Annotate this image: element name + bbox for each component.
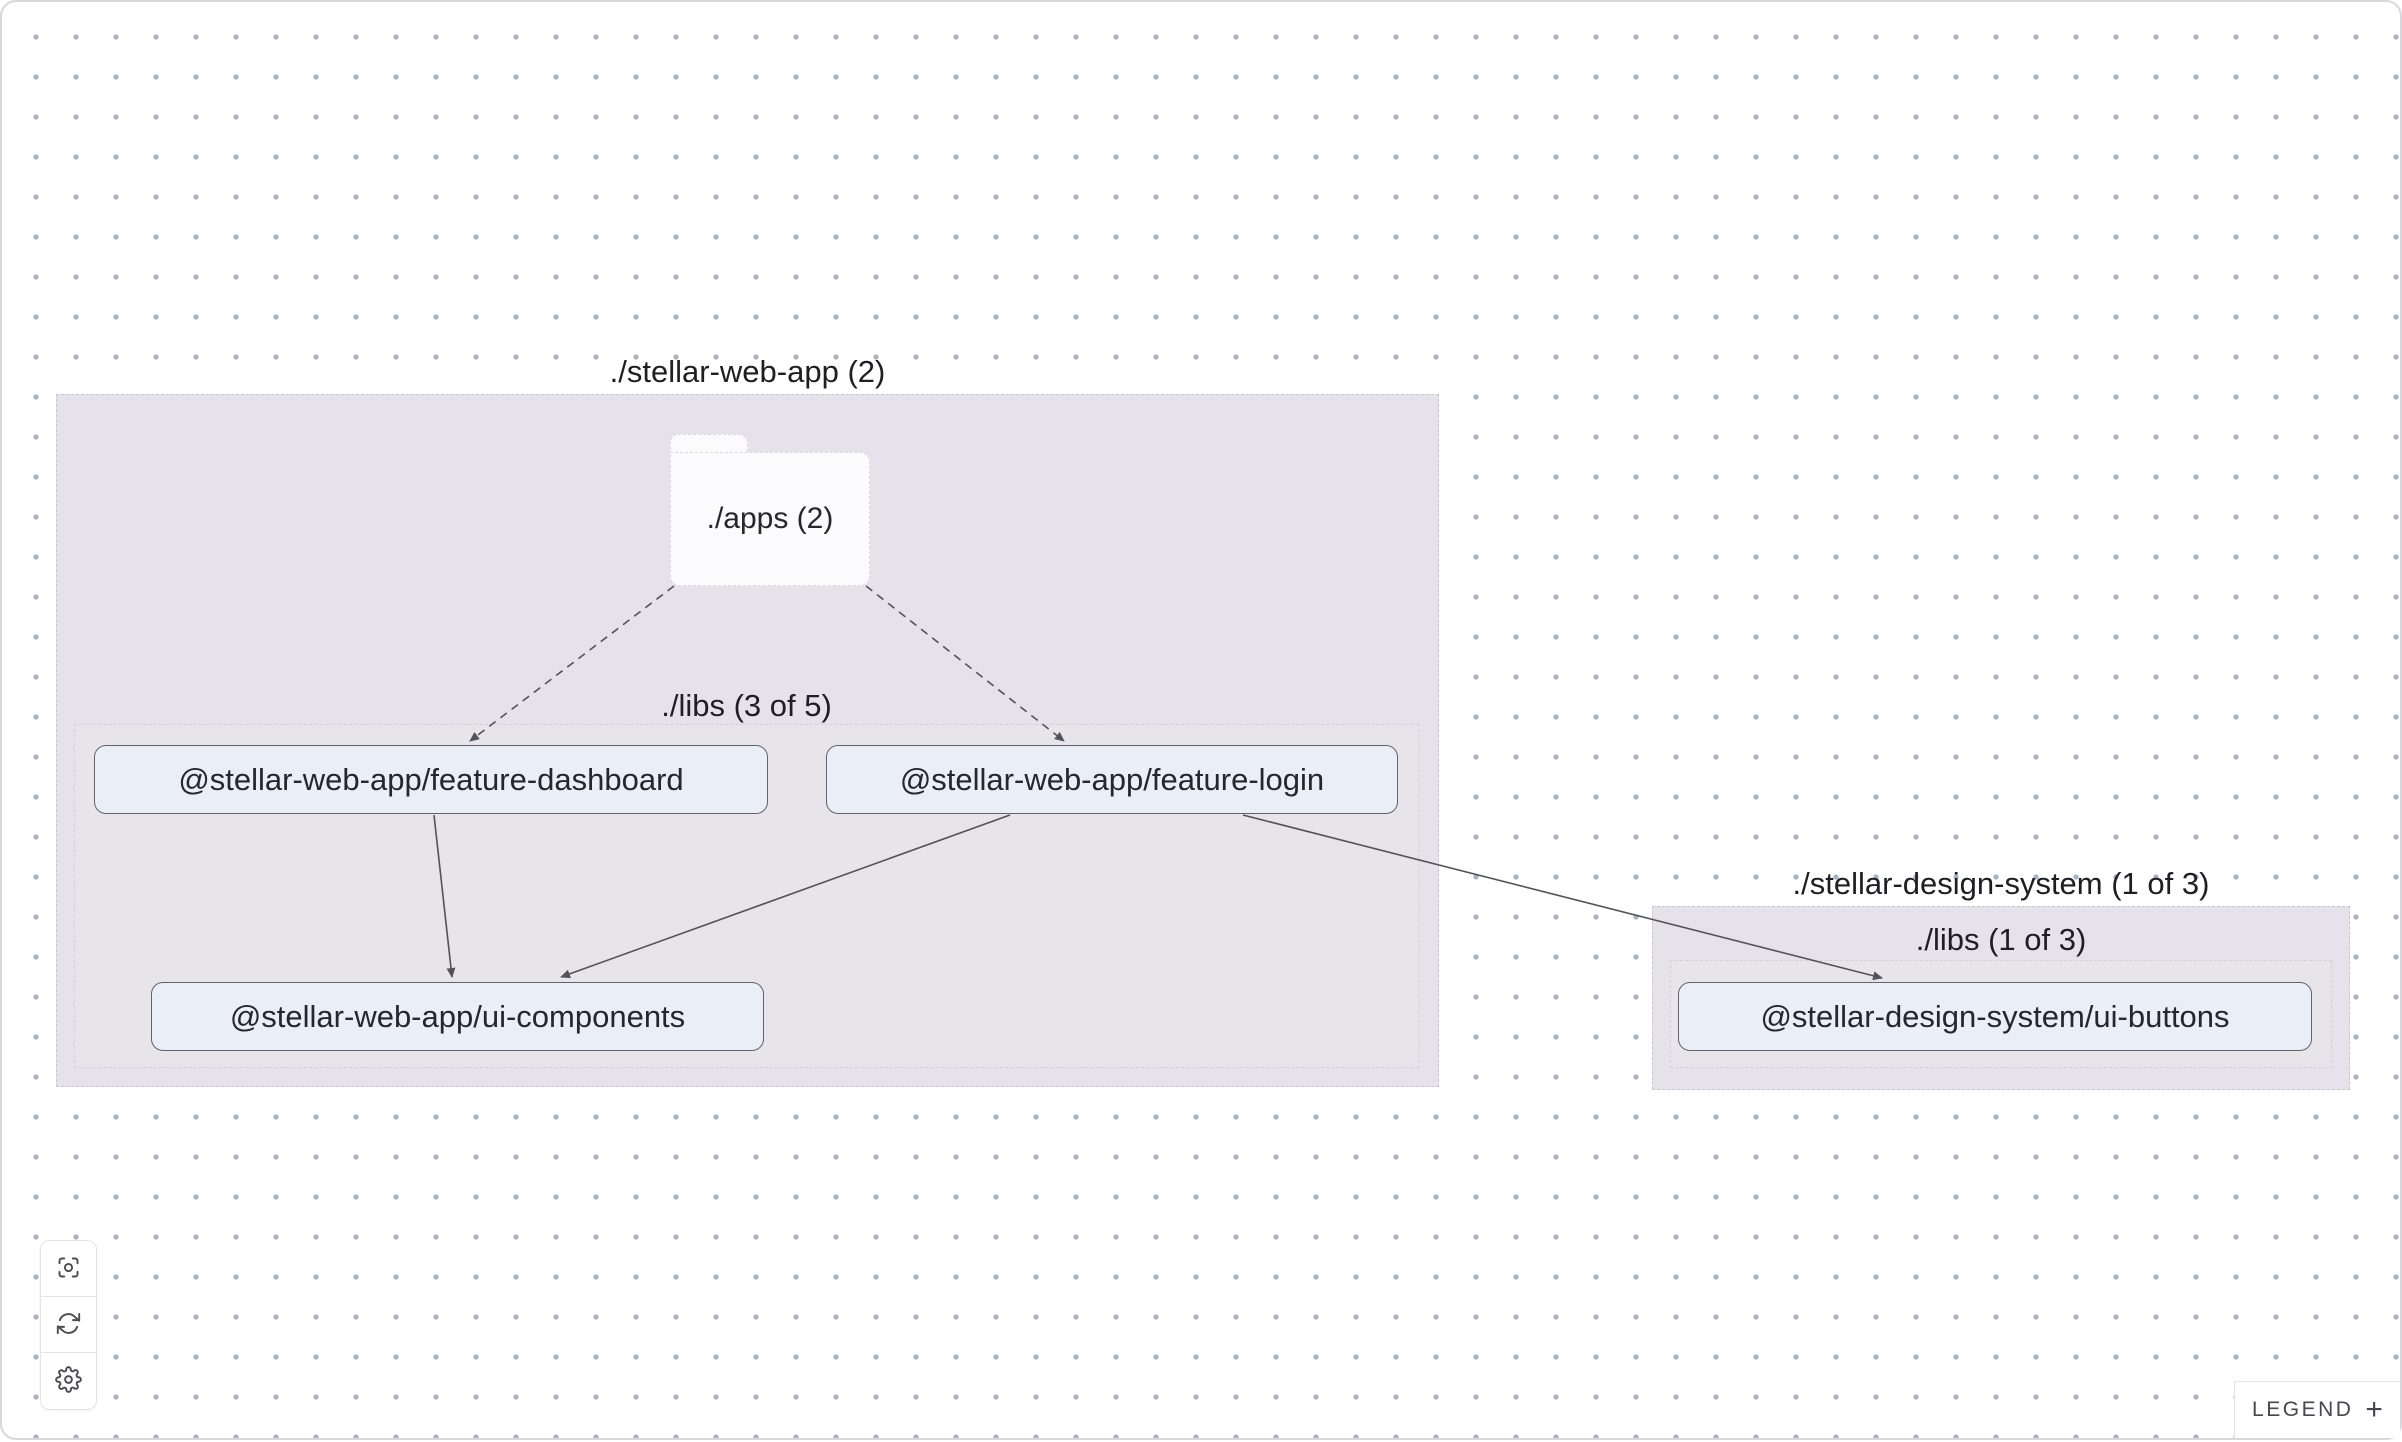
focus-button[interactable] [41, 1241, 96, 1297]
folder-node-label: ./apps (2) [670, 452, 870, 586]
group-label-stellar-design-system: ./stellar-design-system (1 of 3) [1792, 866, 2210, 901]
subgroup-label-web-app-libs: ./libs (3 of 5) [661, 688, 832, 723]
settings-icon [55, 1366, 82, 1396]
node-ui-components[interactable]: @stellar-web-app/ui-components [151, 982, 764, 1051]
subgroup-label-design-system-libs: ./libs (1 of 3) [1915, 922, 2087, 957]
node-feature-login[interactable]: @stellar-web-app/feature-login [826, 745, 1398, 814]
refresh-button[interactable] [41, 1297, 96, 1353]
canvas-toolbar [40, 1240, 97, 1410]
refresh-icon [55, 1310, 82, 1340]
settings-button[interactable] [41, 1353, 96, 1409]
legend-label: LEGEND [2252, 1398, 2354, 1421]
plus-icon: + [2365, 1393, 2383, 1426]
node-feature-dashboard[interactable]: @stellar-web-app/feature-dashboard [94, 745, 768, 814]
node-ui-buttons[interactable]: @stellar-design-system/ui-buttons [1678, 982, 2312, 1051]
focus-icon [55, 1254, 82, 1284]
group-label-stellar-web-app: ./stellar-web-app (2) [609, 354, 886, 389]
legend-toggle[interactable]: LEGEND + [2234, 1381, 2400, 1438]
folder-node-apps[interactable]: ./apps (2) [670, 434, 870, 586]
